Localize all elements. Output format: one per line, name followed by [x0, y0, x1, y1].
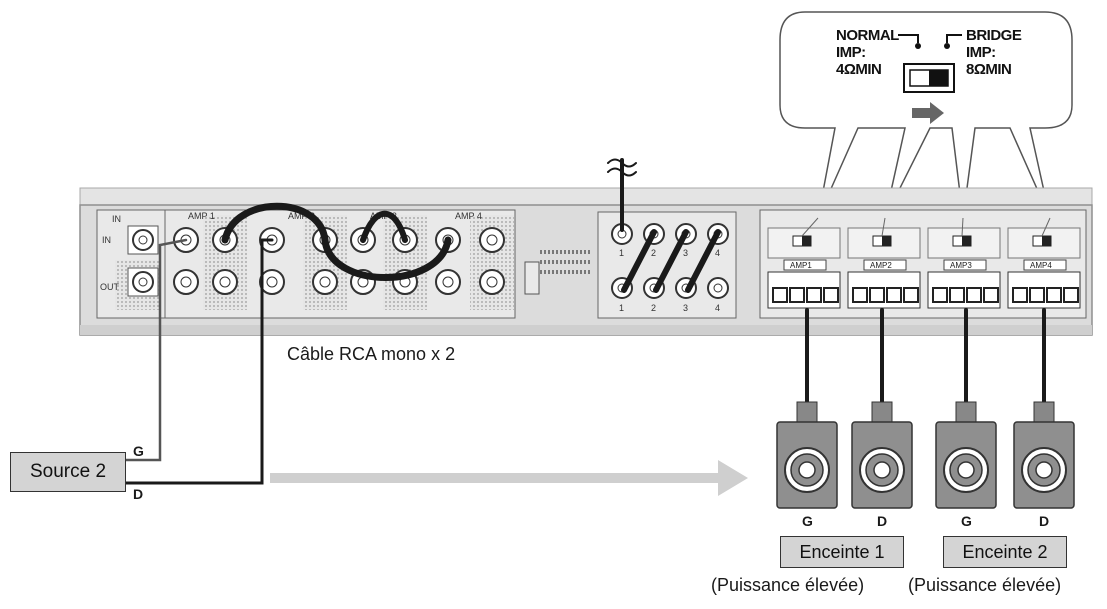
cables [124, 158, 1046, 485]
amp-label-4: AMP 4 [455, 211, 482, 221]
subout-jack-bottom-4 [707, 277, 729, 299]
speaker1-name-box: Enceinte 1 [780, 536, 904, 568]
jack-amp2-bridge-bottom [312, 269, 338, 295]
source-right-tag: D [133, 486, 144, 502]
terminal-block-amp4: AMP4 [1007, 227, 1081, 309]
bridge-cable-amp2-amp4 [321, 236, 452, 281]
speaker-unit-4 [1013, 401, 1075, 509]
normal-bracket [898, 34, 919, 43]
panel-in-label: IN [102, 235, 111, 245]
jack-in-left [127, 225, 159, 255]
jack-amp4-in-bottom [435, 269, 461, 295]
normal-label: NORMAL [836, 27, 899, 44]
speaker1-note: (Puissance élevée) [711, 575, 865, 595]
normal-imp-label: IMP: [836, 44, 866, 61]
amp-label-1: AMP 1 [188, 211, 215, 221]
subout-num-top-3: 3 [683, 248, 688, 258]
terminal-block-amp3: AMP3 [927, 227, 1001, 309]
subout-num-bottom-3: 3 [683, 303, 688, 313]
amp-tag-3: AMP3 [950, 261, 972, 270]
amp-tag-box-3 [943, 259, 987, 271]
bridge-cable-amp3 [360, 210, 408, 243]
amp-tag-box-1 [783, 259, 827, 271]
bridge-dot [944, 43, 950, 49]
switch-knob [929, 70, 948, 86]
subout-cable-3 [685, 229, 721, 293]
panel-bottom-edge [80, 325, 1092, 335]
normal-imp-value: 4ΩMIN [836, 61, 882, 78]
jack-amp2-in-bottom [259, 269, 285, 295]
amp-tag-box-2 [863, 259, 907, 271]
jack-out-left [127, 267, 159, 297]
cut-mark-top [607, 158, 637, 168]
subout-num-bottom-1: 1 [619, 303, 624, 313]
speaker2-note: (Puissance élevée) [908, 575, 1062, 595]
speaker1-right-tag: D [877, 513, 888, 529]
panel-out-label: OUT [100, 282, 120, 292]
speaker2-left-tag: G [961, 513, 972, 529]
switch-callout [779, 11, 1073, 219]
speaker-unit-2 [851, 401, 913, 509]
subout-cable-1 [621, 229, 657, 293]
amp-tag-2: AMP2 [870, 261, 892, 270]
panel-in-header: IN [112, 214, 121, 224]
source-left-tag: G [133, 443, 144, 459]
bridge-label: BRIDGE [966, 27, 1022, 44]
source-cable-right [124, 238, 274, 485]
amplifier-rear-panel: IN IN OUT AMP 1 AMP 2 AMP 3 AMP 4 [79, 187, 1093, 336]
subout-num-top-4: 4 [715, 248, 720, 258]
subout-num-bottom-4: 4 [715, 303, 720, 313]
speaker2-right-tag: D [1039, 513, 1050, 529]
amp-tag-1: AMP1 [790, 261, 812, 270]
speaker1-left-tag: G [802, 513, 813, 529]
normal-dot [915, 43, 921, 49]
speaker-unit-3 [935, 401, 997, 509]
terminal-block-amp1: AMP1 [767, 227, 841, 309]
switch-arrow-icon [912, 102, 944, 124]
cut-mark-bottom [607, 167, 637, 177]
callout-pointers [801, 217, 1051, 237]
speaker-unit-1 [776, 401, 838, 509]
signal-direction-arrow [270, 460, 748, 496]
source-cable-left [124, 238, 188, 462]
jack-amp1-bridge-bottom [212, 269, 238, 295]
bridge-cable-amp1-amp2 [221, 202, 329, 244]
amp-label-2: AMP 2 [288, 211, 315, 221]
jack-amp4-bridge-bottom [479, 269, 505, 295]
cable-caption: Câble RCA mono x 2 [287, 344, 456, 364]
subout-num-top-1: 1 [619, 248, 624, 258]
subout-num-bottom-2: 2 [651, 303, 656, 313]
amp-tag-4: AMP4 [1030, 261, 1052, 270]
bridge-bracket [946, 34, 962, 43]
mode-switch [524, 261, 540, 295]
source-box: Source 2 [10, 452, 126, 492]
subout-num-top-2: 2 [651, 248, 656, 258]
jack-amp1-in-bottom [173, 269, 199, 295]
amp-tag-box-4 [1023, 259, 1067, 271]
bridge-imp-value: 8ΩMIN [966, 61, 1012, 78]
speaker2-name-box: Enceinte 2 [943, 536, 1067, 568]
subout-cable-2 [653, 229, 689, 293]
jack-amp4-bridge-top [479, 227, 505, 253]
bridge-imp-label: IMP: [966, 44, 996, 61]
